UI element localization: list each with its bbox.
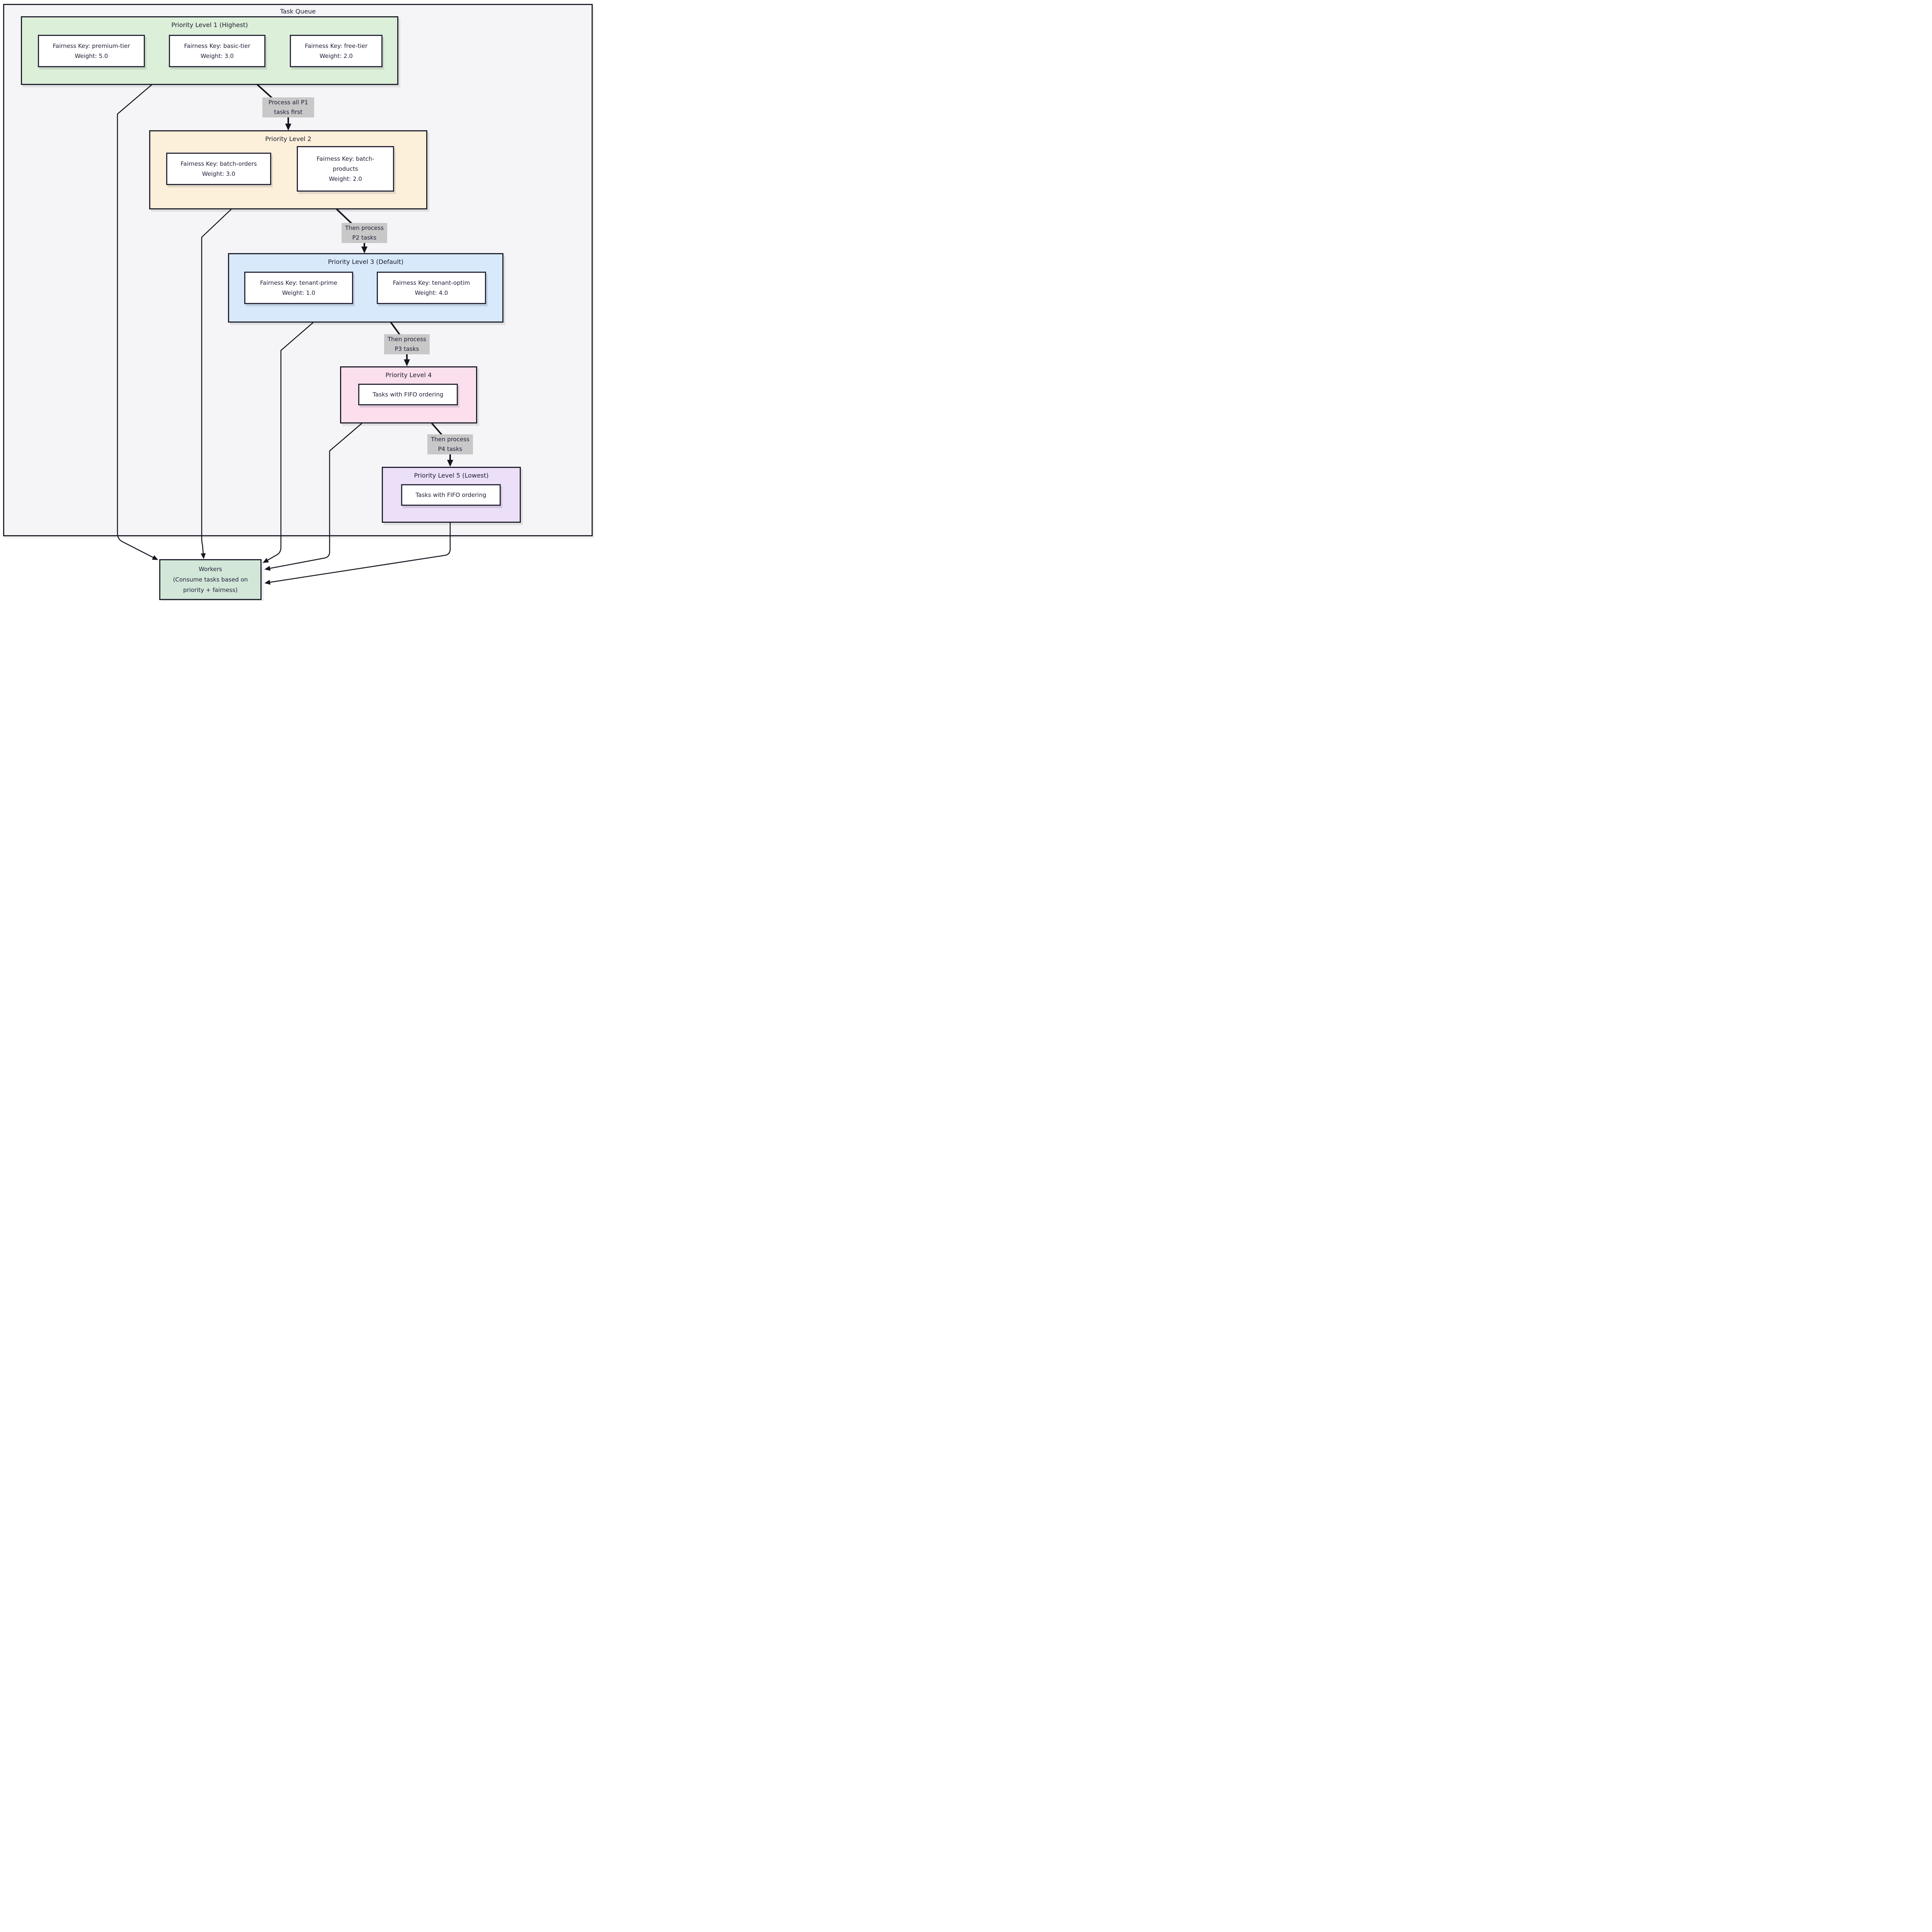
task-queue-diagram: Task Queue Priority Level 1 (Highest) Fa… (0, 0, 596, 601)
node-fifo-p4: Tasks with FIFO ordering (358, 384, 458, 405)
node-line: Fairness Key: batch- (316, 155, 374, 162)
node-batch-orders: Fairness Key: batch-orders Weight: 3.0 (166, 153, 271, 185)
edge-label-line: Then process (431, 436, 469, 443)
edge-label-line: Then process (388, 336, 426, 343)
node-tenant-optim: Fairness Key: tenant-optim Weight: 4.0 (377, 272, 486, 304)
workers-line: (Consume tasks based on (173, 576, 248, 583)
edge-label-process-p2: Then process P2 tasks (342, 223, 387, 243)
workers-node: Workers (Consume tasks based on priority… (159, 559, 262, 600)
node-line: Weight: 4.0 (415, 289, 448, 296)
level-4-title: Priority Level 4 (385, 371, 432, 379)
node-line: Weight: 1.0 (282, 289, 315, 296)
node-tenant-prime: Fairness Key: tenant-prime Weight: 1.0 (244, 272, 353, 304)
level-3-title: Priority Level 3 (Default) (328, 258, 404, 265)
node-line: Fairness Key: batch-orders (180, 160, 257, 167)
edge-label-line: P4 tasks (438, 446, 463, 452)
node-fifo-p5: Tasks with FIFO ordering (401, 484, 501, 506)
node-free-tier: Fairness Key: free-tier Weight: 2.0 (290, 35, 383, 67)
node-line: Weight: 5.0 (75, 53, 108, 60)
workers-line: Workers (199, 565, 222, 573)
node-premium-tier: Fairness Key: premium-tier Weight: 5.0 (38, 35, 145, 67)
level-5-title: Priority Level 5 (Lowest) (414, 472, 489, 479)
node-line: Weight: 2.0 (329, 175, 362, 182)
node-line: Weight: 2.0 (320, 53, 353, 60)
node-line: Tasks with FIFO ordering (415, 492, 486, 498)
node-line: Fairness Key: tenant-prime (260, 279, 337, 286)
node-basic-tier: Fairness Key: basic-tier Weight: 3.0 (169, 35, 265, 67)
level-1-title: Priority Level 1 (Highest) (171, 21, 248, 29)
node-batch-products: Fairness Key: batch- products Weight: 2.… (297, 146, 394, 192)
edge-label-line: P3 tasks (395, 345, 419, 352)
workers-line: priority + fairness) (183, 586, 238, 594)
edge-label-process-p4: Then process P4 tasks (427, 434, 473, 454)
edge-label-line: Process all P1 (268, 99, 308, 106)
node-line: Weight: 3.0 (201, 53, 234, 60)
node-line: Fairness Key: basic-tier (184, 43, 250, 49)
edge-label-line: tasks first (274, 109, 303, 116)
level-2-title: Priority Level 2 (265, 135, 311, 143)
node-line: Fairness Key: free-tier (304, 43, 367, 49)
edge-label-process-p3: Then process P3 tasks (384, 334, 430, 354)
node-line: Fairness Key: tenant-optim (393, 279, 470, 286)
node-line: Weight: 3.0 (202, 170, 235, 177)
edge-label-process-p1: Process all P1 tasks first (262, 97, 314, 117)
node-line: Tasks with FIFO ordering (372, 391, 444, 398)
edge-label-line: P2 tasks (352, 234, 377, 241)
node-line: products (333, 165, 358, 172)
edge-label-line: Then process (345, 224, 384, 231)
task-queue-title: Task Queue (280, 8, 316, 15)
node-line: Fairness Key: premium-tier (53, 43, 130, 49)
